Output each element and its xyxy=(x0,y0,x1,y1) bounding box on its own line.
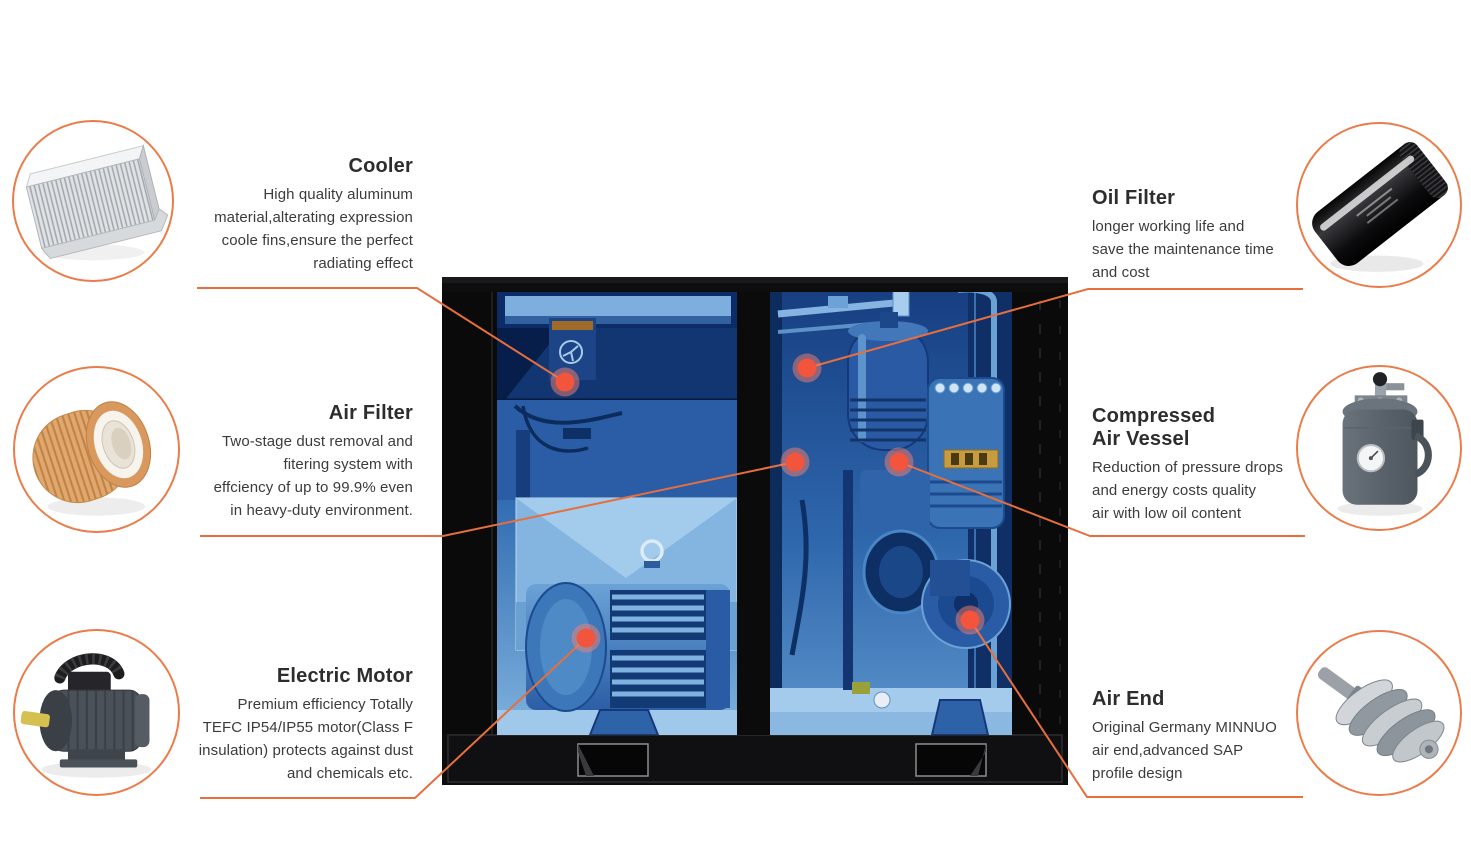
oil-filter-marker xyxy=(792,353,822,383)
air-vessel-title: Compressed Air Vessel xyxy=(1092,405,1216,450)
oil-filter-leader-line xyxy=(806,288,1303,369)
electric-motor-feature-block: Electric Motor Premium efficiency Totall… xyxy=(80,665,413,785)
air-end-photo-circle xyxy=(1296,630,1462,796)
air-end-marker xyxy=(955,605,985,635)
air-vessel-leader-line xyxy=(898,461,1305,537)
compressor-machine-image xyxy=(442,277,1068,785)
cooler-description: High quality aluminum material,alteratin… xyxy=(214,186,413,272)
air-filter-photo xyxy=(32,401,152,516)
oil-filter-title: Oil Filter xyxy=(1092,187,1176,209)
air-filter-leader-line xyxy=(200,461,796,537)
air-vessel-description: Reduction of pressure drops and energy c… xyxy=(1092,459,1284,522)
cooler-title: Cooler xyxy=(348,155,413,177)
cooler-leader-line xyxy=(197,287,566,383)
air-filter-marker xyxy=(780,447,810,477)
right-window-internals xyxy=(770,292,1012,735)
air-filter-description: Two-stage dust removal and fitering syst… xyxy=(213,433,413,519)
air-end-feature-block: Air End Original Germany MINNUO air end,… xyxy=(1092,688,1337,785)
cooler-photo-circle xyxy=(12,120,174,282)
air-end-title: Air End xyxy=(1092,688,1165,710)
cooler-marker xyxy=(550,367,580,397)
air-filter-title: Air Filter xyxy=(328,402,413,424)
oil-filter-photo-circle xyxy=(1296,122,1462,288)
cooler-photo xyxy=(25,143,169,261)
electric-motor-marker xyxy=(571,623,601,653)
electric-motor-photo-circle xyxy=(13,629,180,796)
air-end-description: Original Germany MINNUO air end,advanced… xyxy=(1092,719,1277,782)
air-end-leader-line xyxy=(969,619,1303,798)
air-vessel-photo xyxy=(1337,372,1432,516)
oil-filter-description: longer working life and save the mainten… xyxy=(1092,218,1274,281)
oil-filter-photo xyxy=(1312,142,1448,272)
air-filter-photo-circle xyxy=(13,366,180,533)
air-filter-feature-block: Air Filter Two-stage dust removal and fi… xyxy=(80,402,413,522)
air-vessel-feature-block: Compressed Air Vessel Reduction of press… xyxy=(1092,405,1337,525)
cooler-feature-block: Cooler High quality aluminum material,al… xyxy=(80,155,413,275)
air-end-photo xyxy=(1317,667,1445,763)
air-vessel-photo-circle xyxy=(1296,365,1462,531)
air-vessel-marker xyxy=(884,447,914,477)
oil-filter-feature-block: Oil Filter longer working life and save … xyxy=(1092,187,1337,284)
left-window-internals xyxy=(497,292,737,735)
electric-motor-description: Premium efficiency Totally TEFC IP54/IP5… xyxy=(198,696,413,782)
electric-motor-title: Electric Motor xyxy=(276,665,413,687)
electric-motor-leader-line xyxy=(200,637,587,799)
electric-motor-photo xyxy=(20,653,152,778)
forklift-slot-left xyxy=(577,743,649,777)
forklift-slot-right xyxy=(915,743,987,777)
